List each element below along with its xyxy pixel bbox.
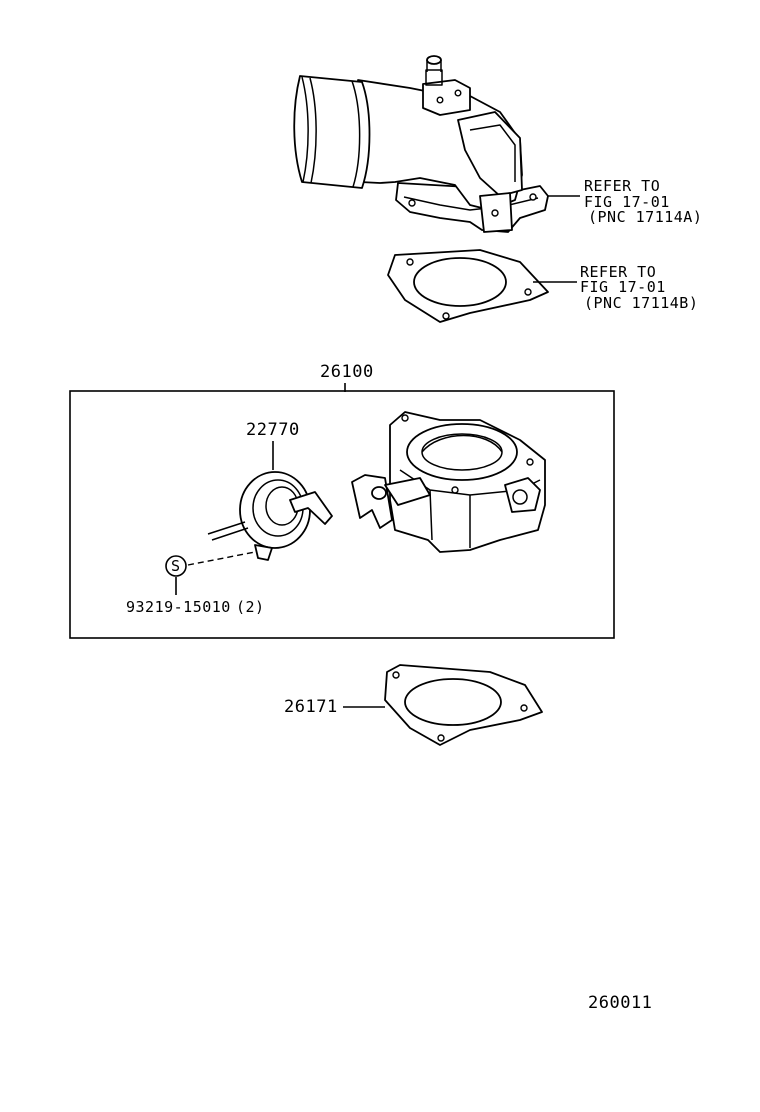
gasket-ref-line3: (PNC 17114B) — [584, 294, 698, 312]
screw-quantity: (2) — [236, 598, 265, 616]
screw-dashed-leader — [187, 551, 256, 566]
outlet-ref-line3: (PNC 17114A) — [588, 208, 702, 226]
dashpot-part-number: 22770 — [246, 420, 300, 440]
lower-gasket-drawing — [384, 664, 543, 746]
screw-symbol: S — [171, 557, 181, 575]
gasket-ref-line2: FIG 17-01 — [580, 278, 666, 296]
illustration-id: 260011 — [588, 993, 652, 1013]
throttle-body-part-number: 26100 — [320, 362, 374, 382]
outlet-elbow-drawing — [293, 55, 549, 233]
outlet-ref-line2: FIG 17-01 — [584, 193, 670, 211]
gasket-ref-line1: REFER TO — [580, 263, 656, 281]
throttle-body-group-box — [69, 390, 615, 639]
screw-part-number: 93219-15010 — [126, 598, 231, 616]
dashpot-drawing — [207, 471, 333, 561]
throttle-body-drawing — [351, 411, 546, 553]
screw-symbol-circle — [165, 555, 187, 577]
outlet-ref-line1: REFER TO — [584, 177, 660, 195]
upper-gasket-drawing — [387, 249, 549, 323]
gasket-part-number: 26171 — [284, 697, 338, 717]
